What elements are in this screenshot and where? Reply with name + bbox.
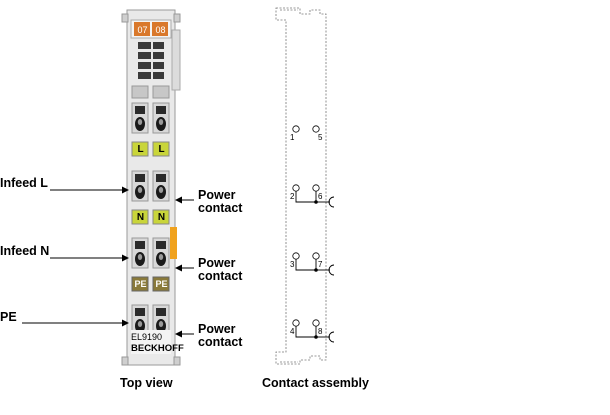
contact-num-2: 2 <box>290 192 295 201</box>
assembly-outline <box>275 7 327 365</box>
contact-num-8: 8 <box>318 327 323 336</box>
pe-label: PE <box>0 310 17 324</box>
spring-contact <box>152 170 170 202</box>
pe-bar-left <box>131 276 149 292</box>
contact-points <box>292 125 320 327</box>
l-bar-right <box>152 141 170 157</box>
led-label-08: 08 <box>155 25 166 35</box>
brand-label: BECKHOFF <box>131 343 184 354</box>
n-label-left: N <box>136 212 145 223</box>
spring-contact <box>152 304 170 336</box>
led-07 <box>134 22 150 36</box>
l-bar-left <box>131 141 149 157</box>
orange-tab <box>170 227 177 259</box>
n-bar-left <box>131 209 149 225</box>
pe-label-left: PE <box>134 279 147 289</box>
contact-num-3: 3 <box>290 260 295 269</box>
l-label-right: L <box>158 144 165 155</box>
led-label-07: 07 <box>137 25 148 35</box>
led-08 <box>152 22 168 36</box>
side-rib <box>171 29 181 91</box>
spring-contact <box>131 304 149 336</box>
n-label-right: N <box>157 212 166 223</box>
top-view-caption: Top view <box>120 376 173 390</box>
infeed-l-label: Infeed L <box>0 176 48 190</box>
spring-contact <box>152 102 170 134</box>
model-label: EL9190 <box>131 332 163 342</box>
spring-contacts <box>131 102 170 336</box>
contact-assembly-caption: Contact assembly <box>262 376 369 390</box>
spring-contact <box>131 237 149 269</box>
spring-contact <box>131 170 149 202</box>
contact-num-6: 6 <box>318 192 323 201</box>
n-bar-right <box>152 209 170 225</box>
contact-num-5: 5 <box>318 133 323 142</box>
contact-num-1: 1 <box>290 133 295 142</box>
l-label-left: L <box>137 144 144 155</box>
junction-dots <box>314 200 318 339</box>
contact-num-4: 4 <box>290 327 295 336</box>
spring-contact <box>152 237 170 269</box>
pe-bar-right <box>152 276 170 292</box>
vent-grill <box>138 42 164 80</box>
contact-num-7: 7 <box>318 260 323 269</box>
pe-label-right: PE <box>155 279 168 289</box>
infeed-n-label: Infeed N <box>0 244 50 258</box>
spring-contact <box>131 102 149 134</box>
bridge-wiring <box>295 191 335 343</box>
